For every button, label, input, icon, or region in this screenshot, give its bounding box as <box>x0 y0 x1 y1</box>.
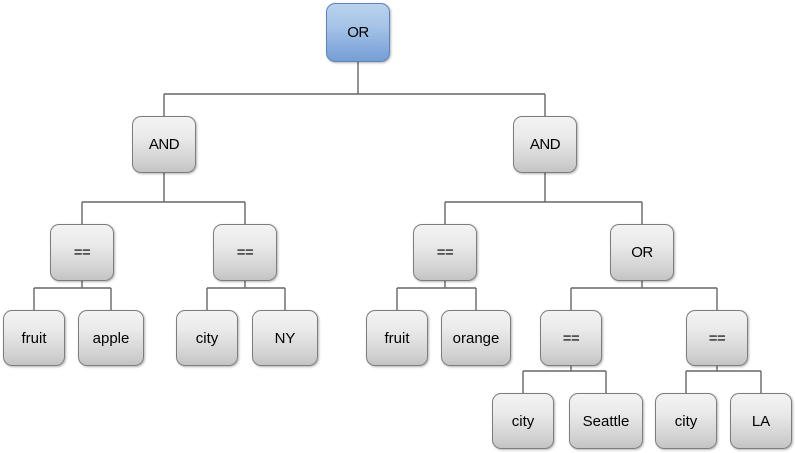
tree-node-n18[interactable]: LA <box>730 393 792 449</box>
tree-node-n3[interactable]: == <box>50 224 114 281</box>
tree-node-label: orange <box>452 329 500 347</box>
tree-edge-group-n0 <box>163 62 546 116</box>
tree-node-n13[interactable]: == <box>540 310 602 366</box>
tree-node-label: city <box>195 329 219 347</box>
tree-node-n1[interactable]: AND <box>132 116 196 173</box>
tree-edge-group-n4 <box>206 281 286 310</box>
tree-node-label: fruit <box>384 329 410 347</box>
tree-node-label: == <box>562 329 580 347</box>
tree-node-n9[interactable]: city <box>176 310 238 366</box>
tree-node-n8[interactable]: apple <box>78 310 144 366</box>
tree-node-n11[interactable]: fruit <box>366 310 428 366</box>
tree-edge-group-n1 <box>81 173 246 224</box>
tree-node-label: == <box>708 329 726 347</box>
tree-node-label: AND <box>529 136 561 153</box>
tree-edge-group-n2 <box>444 173 643 224</box>
tree-edge-group-n14 <box>685 366 762 393</box>
tree-node-label: == <box>436 244 454 261</box>
tree-node-label: city <box>674 412 698 430</box>
tree-node-label: LA <box>751 412 771 430</box>
tree-node-n17[interactable]: city <box>655 393 717 449</box>
tree-edge-group-n6 <box>570 281 718 310</box>
tree-node-label: == <box>236 244 254 261</box>
tree-edge-group-n5 <box>396 281 477 310</box>
tree-node-n5[interactable]: == <box>413 224 477 281</box>
tree-node-n12[interactable]: orange <box>441 310 511 366</box>
tree-node-n6[interactable]: OR <box>610 224 674 281</box>
tree-node-label: fruit <box>21 329 47 347</box>
tree-node-n0[interactable]: OR <box>326 3 390 62</box>
tree-node-n4[interactable]: == <box>213 224 277 281</box>
tree-node-label: == <box>73 244 91 261</box>
tree-node-label: OR <box>347 24 369 41</box>
tree-node-label: city <box>511 412 535 430</box>
tree-edge-group-n3 <box>33 281 112 310</box>
tree-node-label: AND <box>148 136 180 153</box>
tree-node-n10[interactable]: NY <box>252 310 318 366</box>
tree-node-label: apple <box>92 329 130 347</box>
tree-edge-group-n13 <box>522 366 607 393</box>
tree-node-label: Seattle <box>582 412 630 430</box>
tree-node-label: NY <box>274 329 296 347</box>
tree-node-n2[interactable]: AND <box>513 116 577 173</box>
tree-node-n16[interactable]: Seattle <box>569 393 643 449</box>
tree-node-n7[interactable]: fruit <box>3 310 65 366</box>
tree-node-n15[interactable]: city <box>492 393 554 449</box>
tree-node-n14[interactable]: == <box>686 310 748 366</box>
tree-node-label: OR <box>631 244 653 261</box>
